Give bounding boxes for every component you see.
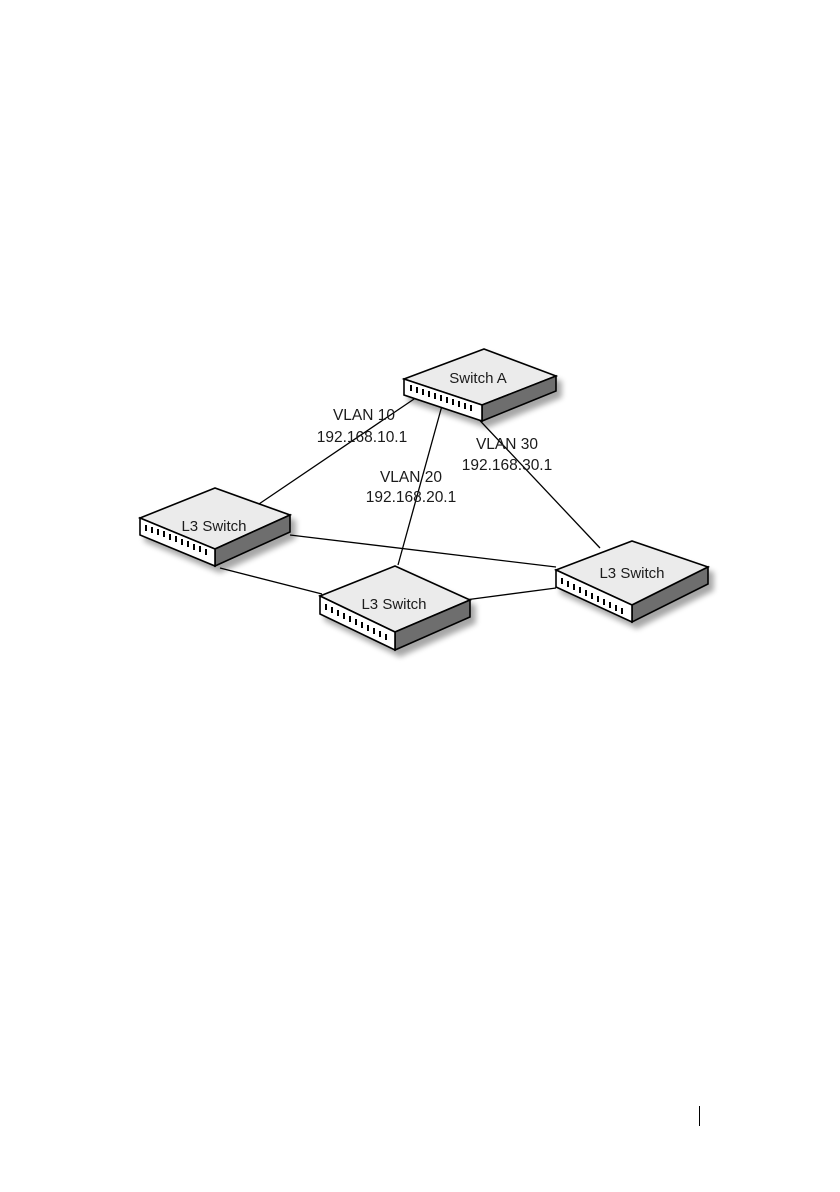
vlan30-ip: 192.168.30.1 [462, 457, 553, 474]
link-left-right [290, 535, 556, 567]
l3-switch-right-device: L3 Switch [556, 541, 708, 622]
vlan10-label: VLAN 10 [333, 407, 395, 424]
switch-a-device: Switch A [404, 349, 556, 421]
l3-switch-middle-device: L3 Switch [320, 566, 470, 650]
page-margin-marker [699, 1106, 700, 1126]
link-middle-right [465, 588, 556, 600]
vlan20-ip: 192.168.20.1 [366, 489, 457, 506]
vlan-labels: VLAN 10 192.168.10.1 VLAN 20 192.168.20.… [317, 407, 553, 506]
vlan10-ip: 192.168.10.1 [317, 429, 408, 446]
l3-switch-left-label: L3 Switch [181, 518, 246, 535]
link-left-middle [220, 568, 322, 594]
link-switch-a-vlan30 [470, 410, 600, 548]
vlan20-label: VLAN 20 [380, 469, 442, 486]
l3-switch-middle-label: L3 Switch [361, 596, 426, 613]
l3-switch-right-label: L3 Switch [599, 565, 664, 582]
vlan30-label: VLAN 30 [476, 436, 538, 453]
l3-switch-left-device: L3 Switch [140, 488, 290, 566]
switch-a-label: Switch A [449, 370, 507, 387]
